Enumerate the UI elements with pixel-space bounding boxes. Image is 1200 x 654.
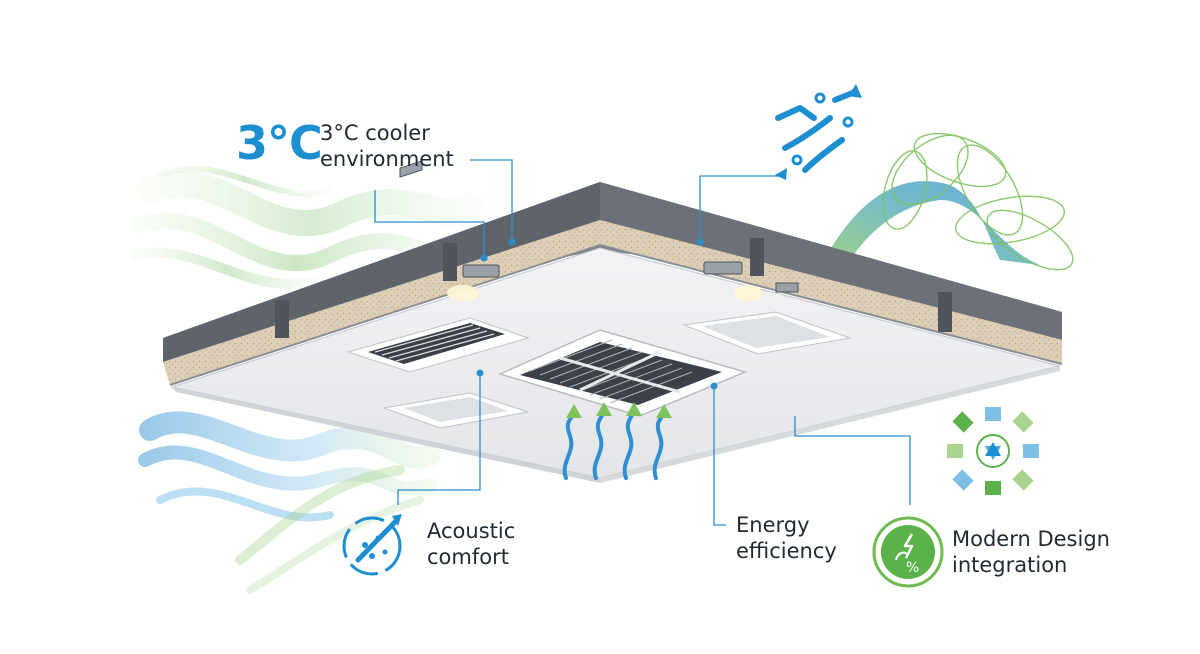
callout-cooler-line2: environment: [320, 147, 454, 171]
linear-diffuser-right: [682, 311, 852, 355]
callout-energy: Energy efficiency: [736, 512, 837, 564]
frame-left-face: [163, 182, 600, 362]
leader-dots: [476, 238, 718, 390]
sound-wave-icon: [342, 514, 402, 576]
leader-lines: [374, 159, 911, 526]
airflow-arrows-icon: [775, 84, 862, 180]
linear-diffuser-left: [346, 317, 530, 373]
square-ceiling-grille: [497, 329, 748, 417]
t-bar-brackets: [275, 238, 952, 338]
callout-design-line1: Modern Design: [952, 527, 1110, 551]
headline-temperature: 3°C: [236, 116, 323, 170]
energy-leaf-icon: [872, 516, 944, 588]
callout-design: Modern Design integration: [952, 526, 1110, 578]
flower-module-icon: [947, 407, 1039, 495]
linear-diffuser-front: [382, 392, 529, 429]
rising-air-icon: [562, 402, 672, 480]
blue-air-swoosh: [138, 411, 441, 594]
right-air-swirl: [830, 132, 1074, 271]
callout-acoustic: Acoustic comfort: [427, 518, 515, 570]
callout-cooler-line1: 3°C cooler: [320, 121, 430, 145]
callout-design-line2: integration: [952, 553, 1068, 577]
callout-acoustic-line2: comfort: [427, 545, 509, 569]
ceiling-panel-assembly: [163, 160, 1063, 483]
insulation-layer-left: [163, 220, 600, 385]
callout-acoustic-line1: Acoustic: [427, 519, 516, 543]
callout-energy-line2: efficiency: [736, 539, 837, 563]
callout-cooler: 3°C cooler environment: [320, 120, 454, 172]
badge-percent: %: [906, 560, 919, 576]
callout-energy-line1: Energy: [736, 513, 810, 537]
